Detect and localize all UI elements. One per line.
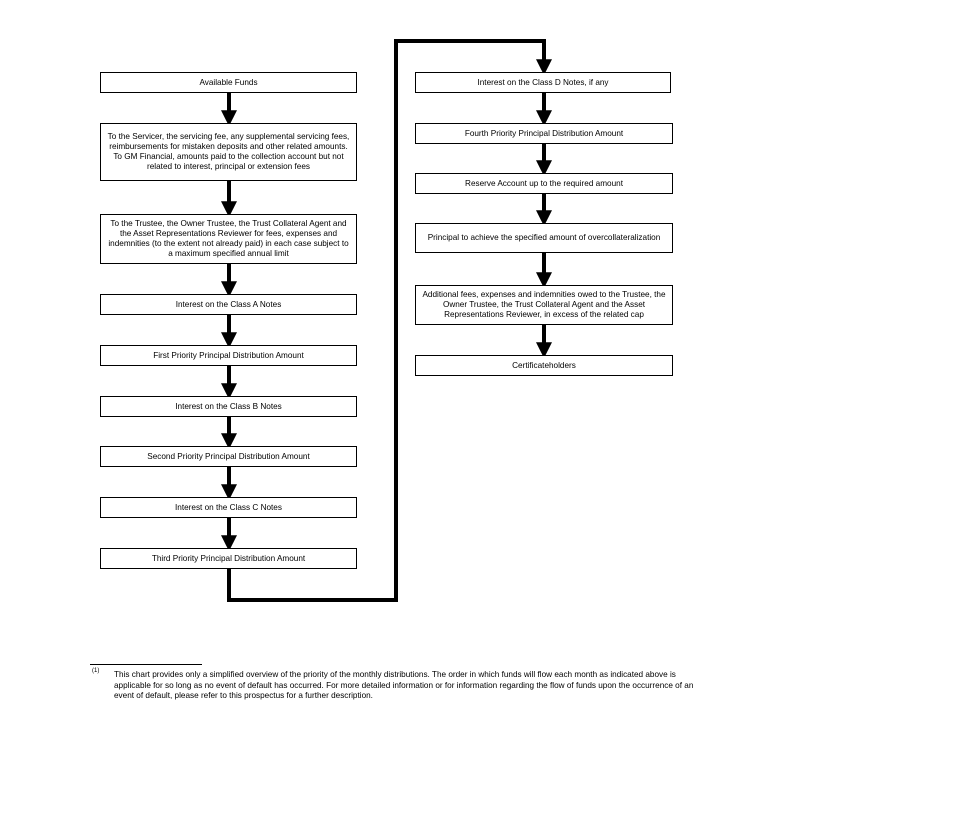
step-fourth-priority-principal: Fourth Priority Principal Distribution A… xyxy=(415,123,673,144)
step-overcollateralization: Principal to achieve the specified amoun… xyxy=(415,223,673,253)
step-reserve-account: Reserve Account up to the required amoun… xyxy=(415,173,673,194)
step-class-a-interest: Interest on the Class A Notes xyxy=(100,294,357,315)
step-class-b-interest: Interest on the Class B Notes xyxy=(100,396,357,417)
step-second-priority-principal: Second Priority Principal Distribution A… xyxy=(100,446,357,467)
footnote-marker: (1) xyxy=(92,668,100,674)
step-first-priority-principal: First Priority Principal Distribution Am… xyxy=(100,345,357,366)
step-certificateholders: Certificateholders xyxy=(415,355,673,376)
step-additional-fees: Additional fees, expenses and indemnitie… xyxy=(415,285,673,325)
flow-arrow-column-link xyxy=(227,39,552,602)
step-third-priority-principal: Third Priority Principal Distribution Am… xyxy=(100,548,357,569)
step-available-funds: Available Funds xyxy=(100,72,357,93)
step-class-c-interest: Interest on the Class C Notes xyxy=(100,497,357,518)
step-trustee-fees: To the Trustee, the Owner Trustee, the T… xyxy=(100,214,357,264)
footnote-text: This chart provides only a simplified ov… xyxy=(114,670,694,700)
step-servicer-fees: To the Servicer, the servicing fee, any … xyxy=(100,123,357,181)
footnote-rule xyxy=(90,664,202,665)
step-class-d-interest: Interest on the Class D Notes, if any xyxy=(415,72,671,93)
